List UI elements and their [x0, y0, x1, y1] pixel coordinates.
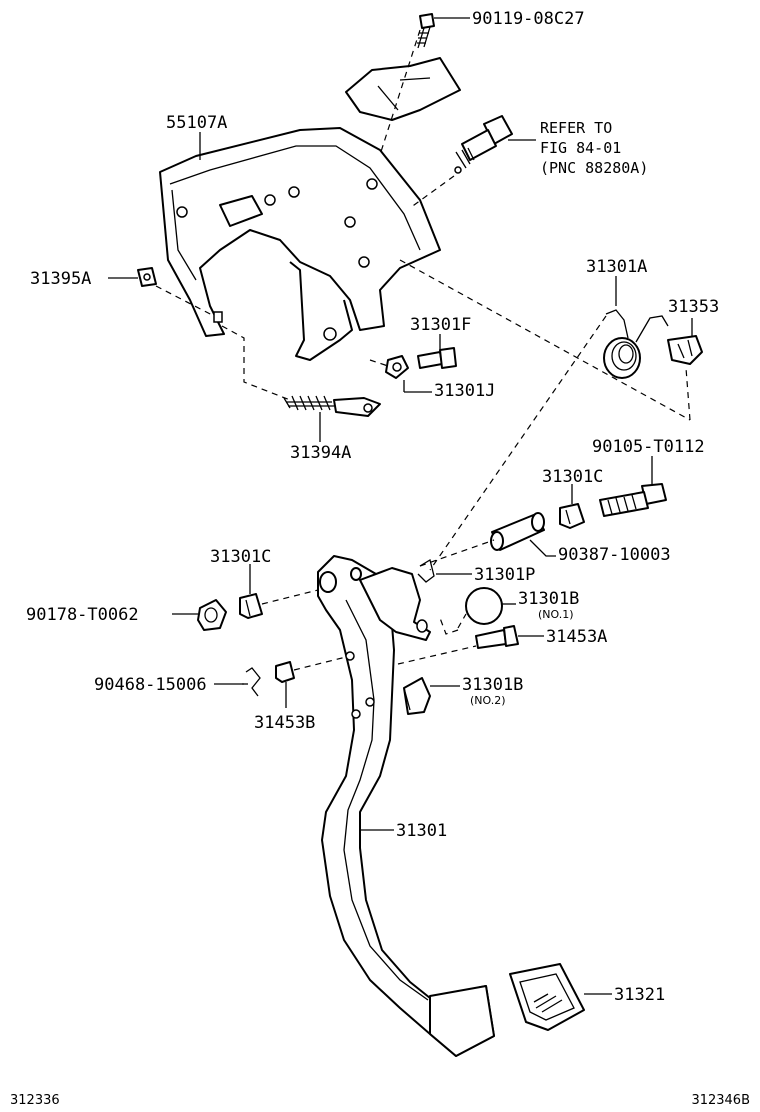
label-90105-t0112: 90105-T0112 [592, 437, 705, 457]
label-no1: (NO.1) [538, 608, 574, 621]
label-31453a: 31453A [546, 627, 607, 647]
torsion-spring-31301a [603, 309, 669, 379]
label-31301c-right: 31301C [542, 467, 603, 487]
label-refer-pnc: (PNC 88280A) [540, 159, 648, 177]
bushing-31453b [275, 661, 295, 683]
nut-90178-t0062 [197, 599, 227, 631]
label-31453b: 31453B [254, 713, 315, 733]
cushion-31301b-no1 [465, 587, 503, 625]
bushing-31301c-left [239, 593, 263, 619]
cushion-31301b-no2 [403, 677, 431, 715]
pedal-pad-31321 [509, 963, 585, 1031]
label-90387-10003: 90387-10003 [558, 545, 671, 565]
label-no2: (NO.2) [470, 694, 506, 707]
label-90178-t0062: 90178-T0062 [26, 605, 139, 625]
label-refer-to: REFER TO [540, 119, 612, 137]
figure-code-right: 312346B [691, 1093, 750, 1108]
bushing-31301c-right [559, 503, 585, 529]
label-31301c-left: 31301C [210, 547, 271, 567]
label-31301j: 31301J [434, 381, 495, 401]
label-31301f: 31301F [410, 315, 471, 335]
label-90468-15006: 90468-15006 [94, 675, 207, 695]
label-31301b-no1: 31301B [518, 589, 579, 609]
clip-31395a [137, 267, 157, 287]
brake-pedal-arm-31301 [317, 555, 495, 1057]
label-31321: 31321 [614, 985, 665, 1005]
label-31301p: 31301P [474, 565, 535, 585]
label-31301a: 31301A [586, 257, 647, 277]
bolt-31453a [475, 625, 519, 649]
label-31353: 31353 [668, 297, 719, 317]
stop-lamp-switch [454, 115, 513, 174]
label-31301b-no2: 31301B [462, 675, 523, 695]
nut-31301j [385, 355, 409, 379]
clip-31353 [667, 335, 703, 365]
collar-90387-10003 [490, 512, 545, 551]
label-refer-fig: FIG 84-01 [540, 139, 621, 157]
pedal-bracket-55107a [159, 127, 441, 361]
bolt-90105-t0112 [599, 483, 667, 517]
bolt-31301f [417, 347, 457, 369]
bolt-90119-08c27 [417, 13, 435, 49]
label-55107a: 55107A [166, 113, 227, 133]
label-90119-08c27: 90119-08C27 [472, 9, 585, 29]
label-31394a: 31394A [290, 443, 351, 463]
clip-90468-15006 [242, 667, 261, 697]
return-spring-31394a [283, 395, 381, 417]
label-31301: 31301 [396, 821, 447, 841]
label-31395a: 31395A [30, 269, 91, 289]
upper-mount-plate [345, 57, 461, 121]
figure-code-left: 312336 [10, 1093, 60, 1108]
pin-31301p [417, 558, 435, 583]
